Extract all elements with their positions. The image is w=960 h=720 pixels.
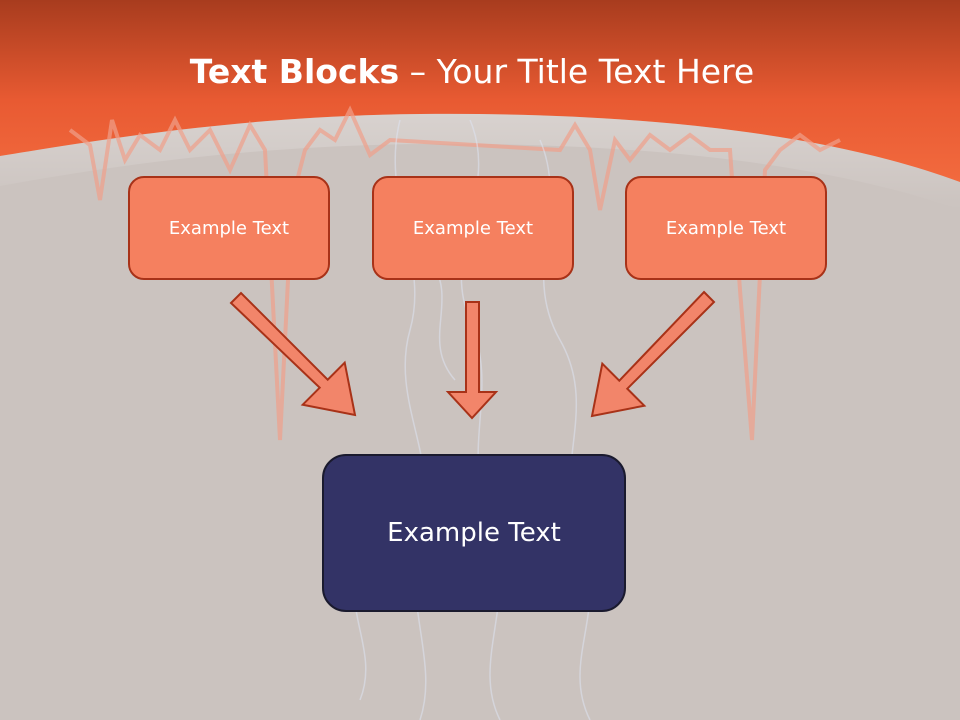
title-dash: – xyxy=(399,52,437,91)
title-rest-text: Your Title Text Here xyxy=(436,52,755,91)
arrow-left-diagonal-icon xyxy=(229,291,357,417)
title-bold-text: Text Blocks xyxy=(189,52,400,91)
result-block-label: Example Text xyxy=(387,518,561,548)
slide-title: Text Blocks – Your Title Text Here xyxy=(0,52,944,91)
text-block-label: Example Text xyxy=(168,217,290,239)
text-block-left[interactable]: Example Text xyxy=(128,176,330,280)
text-block-label: Example Text xyxy=(665,217,787,239)
arrow-down-center-icon xyxy=(445,301,499,420)
arrow-right-diagonal-icon xyxy=(590,290,716,418)
text-block-right[interactable]: Example Text xyxy=(625,176,827,280)
text-block-center[interactable]: Example Text xyxy=(372,176,574,280)
text-block-label: Example Text xyxy=(412,217,534,239)
result-block[interactable]: Example Text xyxy=(322,454,626,612)
header-band xyxy=(0,0,960,182)
